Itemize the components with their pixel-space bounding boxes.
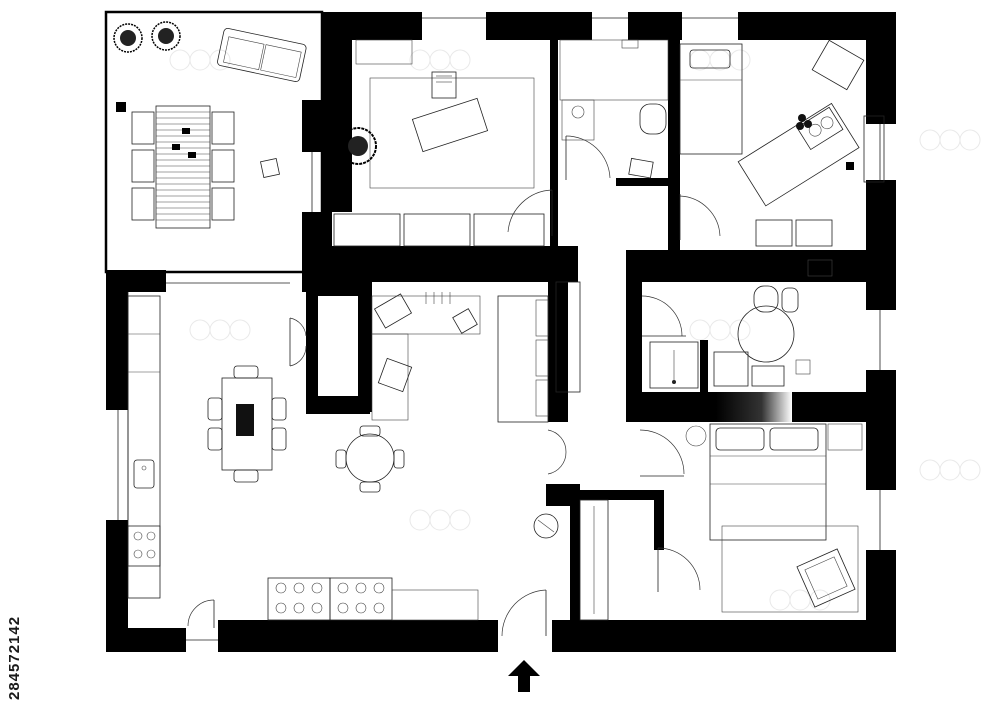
kitchen-living — [127, 281, 581, 637]
office-cabinet — [333, 213, 401, 247]
office-desk — [411, 97, 489, 153]
plant-icon — [151, 21, 181, 51]
stock-id-label: 284572142 — [6, 615, 23, 700]
plant-icon — [339, 127, 377, 165]
bedroom-cabinet — [795, 219, 833, 247]
balcony-dining-set — [131, 105, 235, 229]
double-bed — [709, 423, 827, 541]
bedroom-cabinet — [755, 219, 793, 247]
bedroom-top-right — [679, 39, 885, 247]
walls — [106, 12, 896, 652]
dining-set — [207, 365, 287, 483]
desk-with-plants — [737, 102, 860, 207]
kitchen-island — [267, 577, 479, 621]
single-bed — [679, 43, 743, 155]
watermark-pattern — [169, 49, 981, 611]
office-cabinet — [473, 213, 545, 247]
master-bedroom — [579, 423, 863, 621]
balcony-stool — [260, 158, 280, 178]
bathroom-middle — [641, 259, 833, 422]
sink — [133, 459, 155, 489]
outlines — [104, 10, 881, 641]
armchair — [811, 39, 865, 91]
small-block — [116, 102, 126, 112]
office-chair — [431, 71, 457, 99]
armchair — [796, 548, 856, 608]
round-table — [335, 425, 405, 493]
stove — [127, 525, 161, 567]
plant-icon — [113, 23, 143, 53]
office-cabinet — [403, 213, 471, 247]
bathroom-top — [559, 39, 669, 180]
balcony — [113, 21, 307, 229]
balcony-sofa — [217, 28, 307, 82]
office-room — [333, 39, 553, 247]
living-sofa — [497, 295, 549, 423]
up-arrow-icon — [508, 660, 540, 692]
